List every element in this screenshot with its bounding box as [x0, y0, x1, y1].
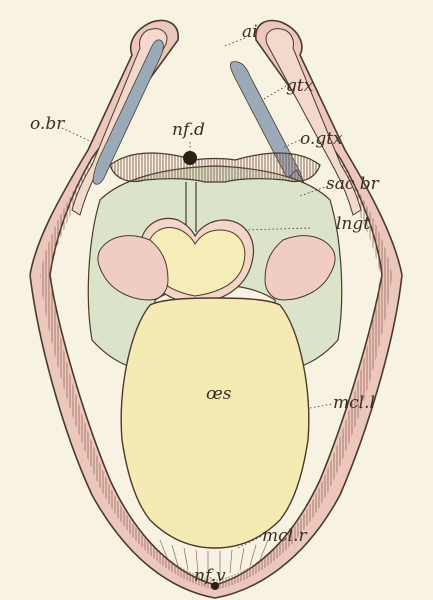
label-nf-d: nf.d [172, 122, 205, 139]
dorsal-plate [110, 153, 320, 182]
label-sac-br: sac br [326, 176, 379, 193]
label-mcl-l: mcl.l [333, 395, 375, 412]
label-ai: ai [242, 24, 258, 41]
label-lngt: lngt [336, 216, 370, 233]
label-oes: œs [206, 386, 232, 403]
esophagus [121, 298, 309, 548]
label-nf-v: nf.v [194, 568, 226, 585]
dorsal-nerve-dot [183, 151, 197, 165]
label-o-br: o.br [30, 116, 64, 133]
label-mcl-r: mcl.r [262, 528, 307, 545]
label-o-gtx: o.gtx [300, 131, 343, 148]
label-gtx: gtx [286, 78, 313, 95]
